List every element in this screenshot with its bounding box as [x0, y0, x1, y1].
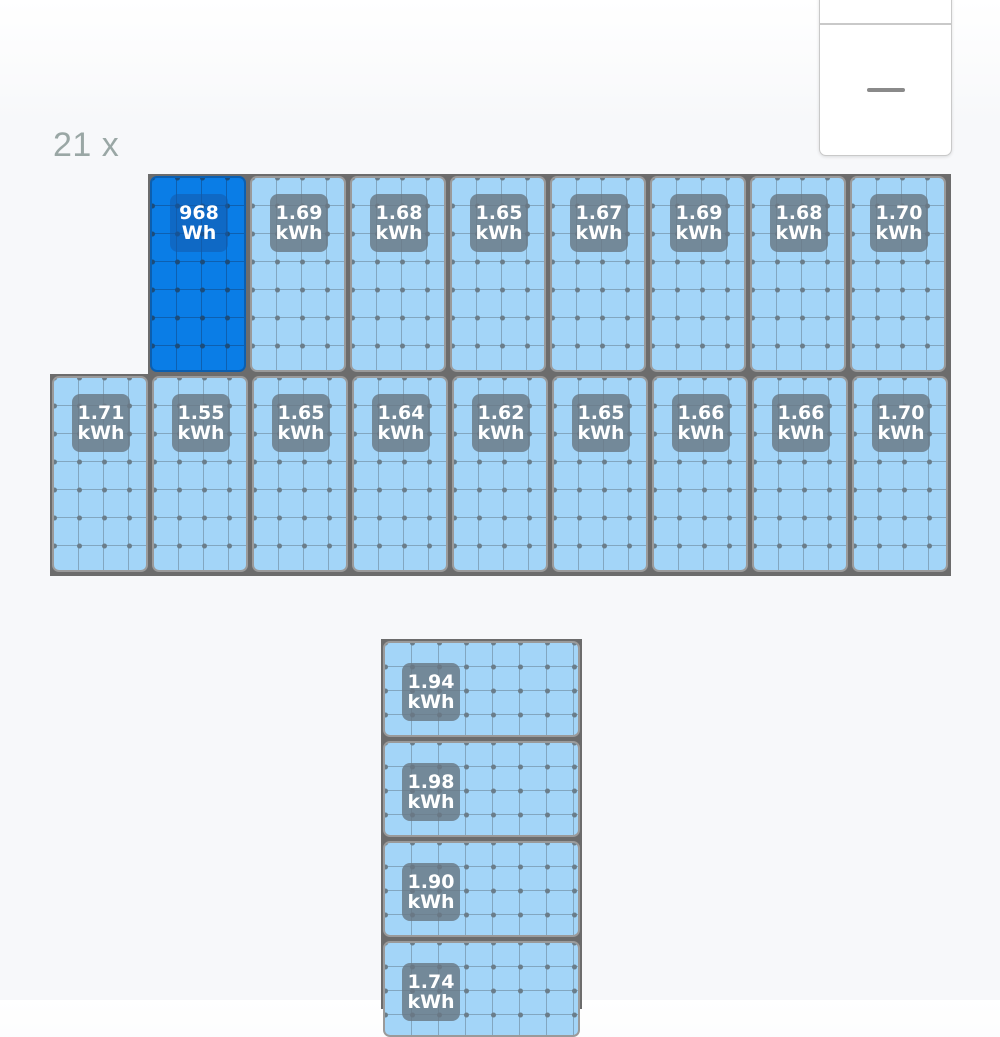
panel-energy-value: 1.70 [877, 402, 925, 424]
panel-energy-unit: kWh [777, 422, 825, 444]
panel-energy-value: 1.94 [407, 671, 455, 693]
panel-energy-value: 1.67 [575, 202, 623, 224]
zoom-out-button[interactable] [820, 25, 951, 155]
panel-energy-unit: kWh [407, 691, 455, 713]
panel-energy-unit: kWh [77, 422, 125, 444]
panel-energy-unit: kWh [407, 791, 455, 813]
panel-energy-value: 1.90 [407, 871, 455, 893]
panel-energy-value: 1.66 [777, 402, 825, 424]
panel-energy-value: 1.71 [77, 402, 125, 424]
panel-energy-unit: kWh [375, 222, 423, 244]
panel-energy-value: 1.65 [277, 402, 325, 424]
panel-energy-unit: kWh [277, 422, 325, 444]
panel-energy-unit: kWh [677, 422, 725, 444]
panel-energy-value: 968 [179, 202, 219, 224]
panel-energy-value: 1.55 [177, 402, 225, 424]
panel-energy-value: 1.65 [577, 402, 625, 424]
panel-energy-unit: kWh [407, 991, 455, 1013]
panel-energy-unit: kWh [675, 222, 723, 244]
panel-energy-value: 1.68 [775, 202, 823, 224]
panel-energy-unit: kWh [577, 422, 625, 444]
panel-energy-unit: kWh [275, 222, 323, 244]
panel-energy-value: 1.74 [407, 971, 455, 993]
panel-energy-value: 1.70 [875, 202, 923, 224]
panel-energy-unit: kWh [407, 891, 455, 913]
panel-energy-value: 1.66 [677, 402, 725, 424]
panel-energy-value: 1.65 [475, 202, 523, 224]
panel-energy-unit: kWh [377, 422, 425, 444]
panel-energy-unit: kWh [177, 422, 225, 444]
panel-energy-value: 1.98 [407, 771, 455, 793]
panel-energy-unit: kWh [475, 222, 523, 244]
panel-energy-unit: Wh [181, 222, 217, 244]
panel-energy-value: 1.69 [275, 202, 323, 224]
panel-energy-value: 1.62 [477, 402, 525, 424]
zoom-control [819, 0, 952, 156]
panel-energy-unit: kWh [877, 422, 925, 444]
panel-energy-value: 1.64 [377, 402, 425, 424]
panel-energy-value: 1.68 [375, 202, 423, 224]
panel-energy-unit: kWh [875, 222, 923, 244]
panel-energy-value: 1.69 [675, 202, 723, 224]
minus-icon [866, 88, 905, 92]
panel-energy-unit: kWh [575, 222, 623, 244]
panel-energy-unit: kWh [775, 222, 823, 244]
panel-energy-unit: kWh [477, 422, 525, 444]
zoom-divider [820, 23, 951, 25]
array-count-label: 21 x [53, 126, 120, 164]
